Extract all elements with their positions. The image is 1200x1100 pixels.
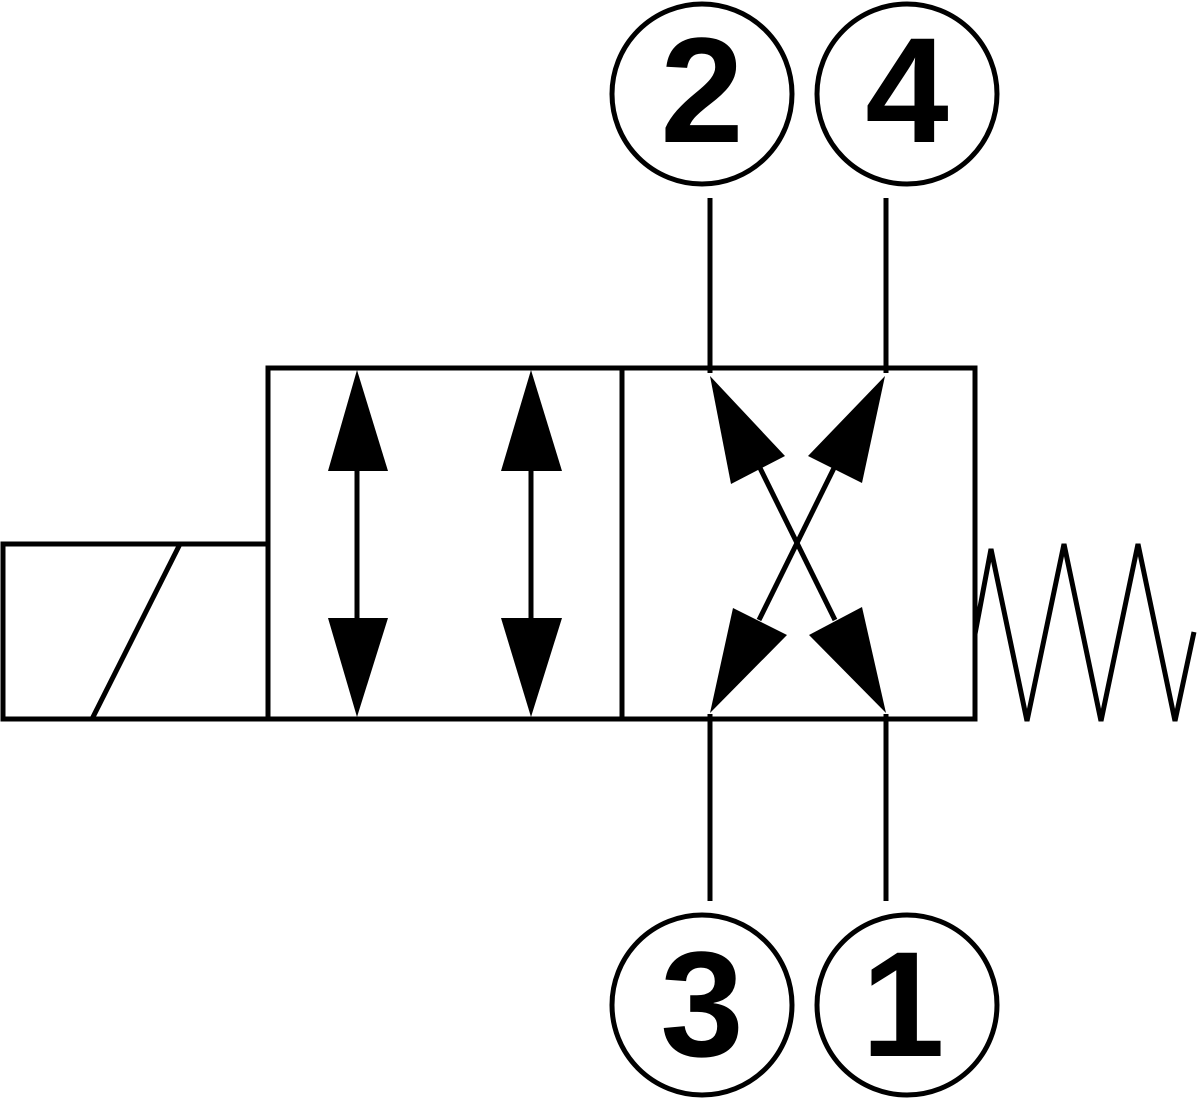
envelope-crossed	[619, 365, 978, 722]
port-label-1: 1	[861, 920, 944, 1088]
port-label-3: 3	[660, 920, 743, 1088]
return-spring	[972, 543, 1197, 722]
port-circle-2	[609, 1, 795, 187]
port-label-4: 4	[865, 6, 948, 174]
port-circle-4	[814, 1, 1000, 187]
arrowhead-down	[328, 618, 388, 717]
port-label-2: 2	[660, 6, 743, 174]
arrowhead-down-right	[809, 607, 886, 713]
arrowhead-up	[501, 370, 562, 471]
solenoid-diagonal	[89, 542, 183, 721]
arrowhead-up-left	[710, 376, 785, 484]
port-circle-1	[814, 912, 1000, 1098]
cross-flow-line-b	[756, 464, 838, 622]
arrowhead-down-left	[710, 608, 787, 713]
arrowhead-up	[328, 370, 388, 471]
envelope-parallel	[265, 365, 625, 722]
port-circle-3	[609, 912, 795, 1098]
arrowhead-down	[501, 618, 562, 717]
arrowhead-up-right	[808, 376, 885, 483]
